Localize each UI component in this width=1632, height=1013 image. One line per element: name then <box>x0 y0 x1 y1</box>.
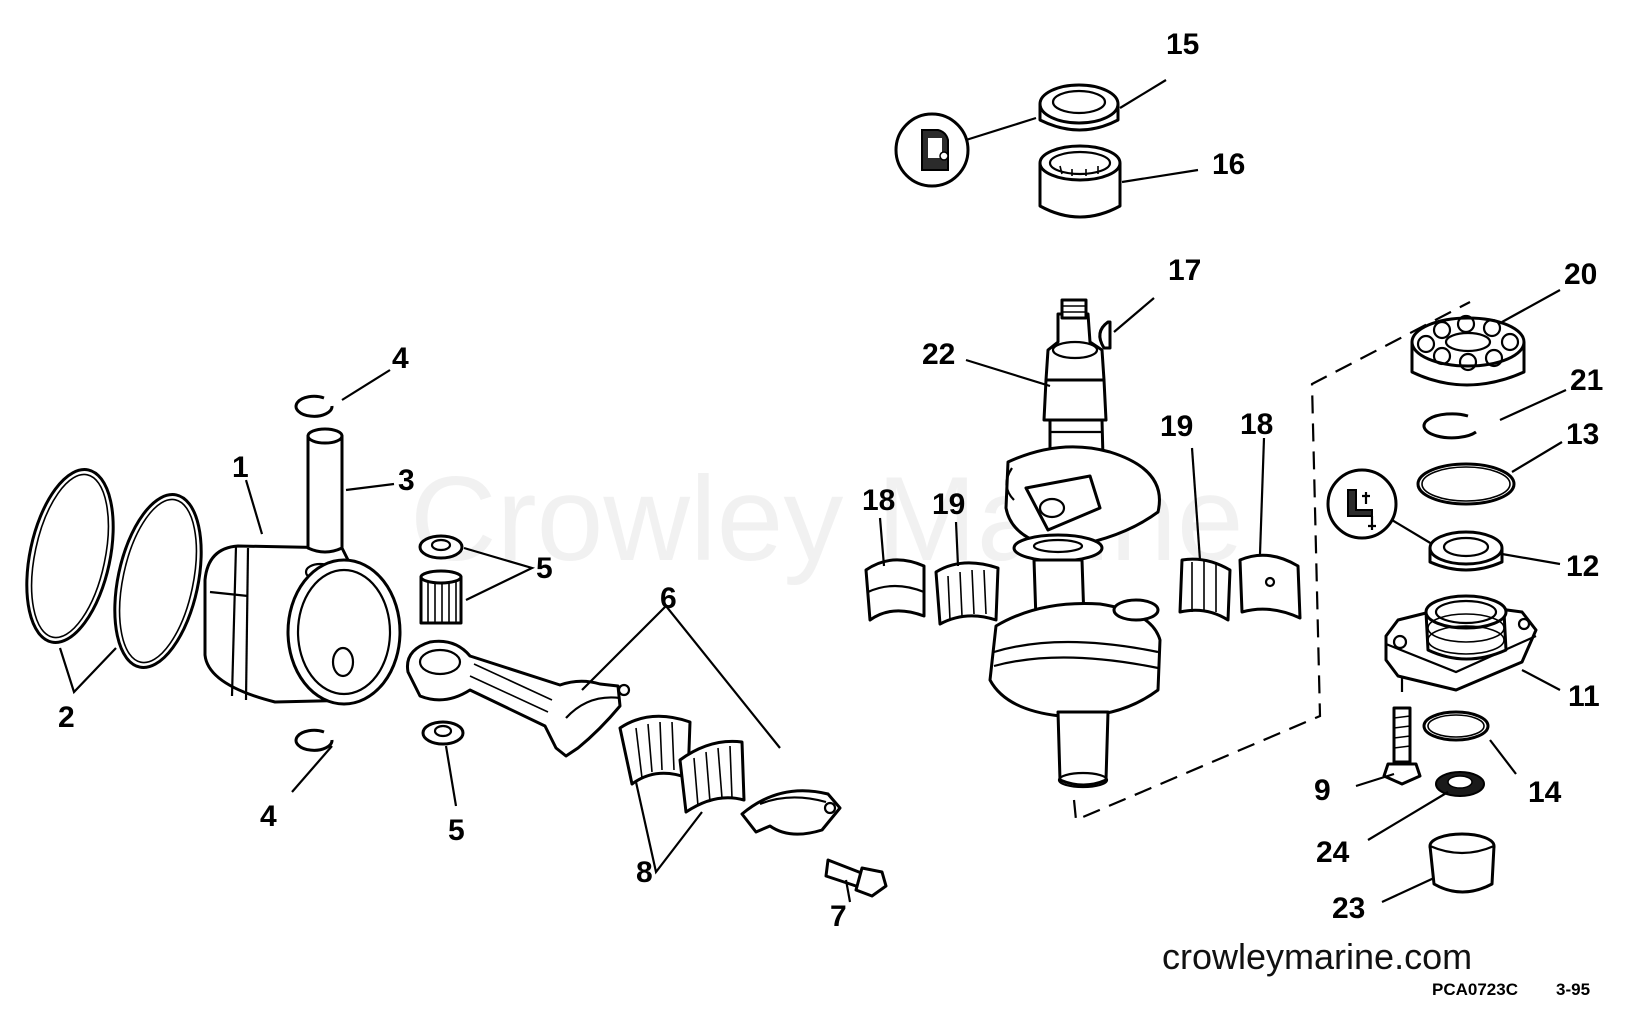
circlip-bottom <box>294 728 334 752</box>
callout-5-bottom: 5 <box>448 814 465 847</box>
callout-20: 20 <box>1564 258 1597 291</box>
lubricant-symbol-icon <box>1326 468 1398 540</box>
cup-plug <box>1428 832 1496 894</box>
circlip-top <box>294 394 334 418</box>
main-bearing-half-left <box>864 558 926 622</box>
piston <box>203 544 402 706</box>
upper-needle-bearing <box>1038 144 1122 219</box>
housing-screw <box>1382 676 1422 786</box>
o-ring <box>1416 462 1516 506</box>
site-url: crowleymarine.com <box>1162 936 1472 977</box>
main-bearing-cage-left <box>934 561 1000 626</box>
callout-4-top: 4 <box>392 342 409 375</box>
main-bearing-cage-right <box>1178 557 1232 622</box>
callout-1: 1 <box>232 451 249 484</box>
callout-21: 21 <box>1570 364 1603 397</box>
callout-9: 9 <box>1314 774 1331 807</box>
rod-bolt <box>824 858 888 898</box>
callout-6: 6 <box>660 582 677 615</box>
wrist-pin-needle-bearing <box>419 569 463 625</box>
assembly-guide-line <box>1072 301 1471 822</box>
callout-18-left: 18 <box>862 484 895 517</box>
callout-22: 22 <box>922 338 955 371</box>
retaining-ring <box>1422 412 1477 440</box>
main-bearing-half-right <box>1238 553 1302 620</box>
drawing-revision: 3-95 <box>1556 980 1590 999</box>
crankshaft-seal <box>1038 83 1120 132</box>
housing-o-ring <box>1422 710 1490 742</box>
callout-15: 15 <box>1166 28 1199 61</box>
callout-17: 17 <box>1168 254 1201 287</box>
drawing-code: PCA0723C <box>1432 980 1518 999</box>
crankshaft <box>988 298 1162 789</box>
lower-seal <box>1428 530 1504 572</box>
callout-12: 12 <box>1566 550 1599 583</box>
sealant-symbol-icon <box>894 112 970 188</box>
wrist-pin <box>306 427 344 554</box>
rod-bearing-cage-right <box>678 739 746 814</box>
piston-ring-outer <box>25 468 115 644</box>
callout-14: 14 <box>1528 776 1562 809</box>
callout-18-right: 18 <box>1240 408 1273 441</box>
callout-2: 2 <box>58 701 75 734</box>
callout-5-top: 5 <box>536 552 553 585</box>
connecting-rod <box>405 639 631 758</box>
sealing-washer <box>1435 771 1485 797</box>
callout-13: 13 <box>1566 418 1599 451</box>
callout-19-right: 19 <box>1160 410 1193 443</box>
leader-lines <box>58 79 1567 903</box>
callout-23: 23 <box>1332 892 1365 925</box>
woodruff-key <box>1098 320 1112 350</box>
thrust-washer-bottom <box>421 720 465 746</box>
callout-8: 8 <box>636 856 653 889</box>
callout-16: 16 <box>1212 148 1245 181</box>
callout-3: 3 <box>398 464 415 497</box>
callout-labels: 1 2 3 4 4 5 5 6 7 8 9 11 12 13 14 15 16 … <box>58 28 1603 933</box>
lower-bearing-housing <box>1384 594 1538 692</box>
thrust-washer-top <box>418 534 464 560</box>
callout-24: 24 <box>1316 836 1350 869</box>
rod-cap <box>740 789 842 836</box>
piston-ring-inner <box>113 493 203 669</box>
callout-4-bottom: 4 <box>260 800 277 833</box>
rod-bearing-cage-left <box>618 714 692 786</box>
callout-11: 11 <box>1568 680 1600 713</box>
callout-7: 7 <box>830 900 847 933</box>
callout-19-left: 19 <box>932 488 965 521</box>
ball-bearing <box>1410 314 1526 387</box>
